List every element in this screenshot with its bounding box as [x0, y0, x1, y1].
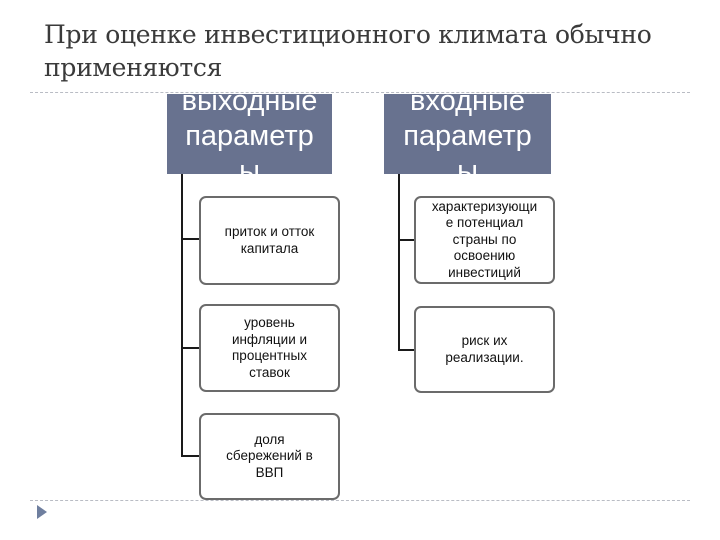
slide-title: При оценке инвестиционного климата обычн…	[44, 18, 704, 84]
bottom-divider	[30, 500, 690, 501]
output-parameters-header: выходные параметр ы	[167, 94, 332, 174]
input-item-investment-potential: характеризующи е потенциал страны по осв…	[414, 196, 555, 284]
input-header-line-2: параметр	[403, 120, 532, 152]
slide-bullet-icon	[37, 505, 47, 519]
input-header-line-1: входные	[410, 94, 525, 117]
output-connector-trunk	[181, 174, 183, 457]
title-line-1: При оценке инвестиционного климата обычн…	[44, 20, 652, 49]
output-header-line-2: параметр	[185, 120, 314, 152]
output-item-savings-share: доля сбережений в ВВП	[199, 413, 340, 500]
input-connector-branch-1	[398, 239, 416, 241]
output-item-inflation-rates: уровень инфляции и процентных ставок	[199, 304, 340, 392]
output-connector-branch-1	[181, 238, 201, 240]
input-item-label: риск их реализации.	[445, 333, 524, 365]
input-item-realization-risk: риск их реализации.	[414, 306, 555, 393]
output-header-line-3: ы	[239, 155, 260, 174]
output-connector-branch-3	[181, 455, 201, 457]
output-header-line-1: выходные	[181, 94, 318, 117]
input-parameters-header: входные параметр ы	[384, 94, 551, 174]
input-header-line-3: ы	[457, 155, 478, 174]
title-line-2: применяются	[44, 53, 223, 82]
input-connector-branch-2	[398, 349, 416, 351]
output-item-label: приток и отток капитала	[224, 224, 315, 256]
top-divider	[30, 92, 690, 93]
input-connector-trunk	[398, 174, 400, 351]
output-connector-branch-2	[181, 347, 201, 349]
output-item-label: доля сбережений в ВВП	[226, 431, 313, 480]
output-item-label: уровень инфляции и процентных ставок	[231, 315, 308, 380]
input-item-label: характеризующи е потенциал страны по осв…	[431, 198, 538, 280]
output-item-capital-flow: приток и отток капитала	[199, 196, 340, 285]
